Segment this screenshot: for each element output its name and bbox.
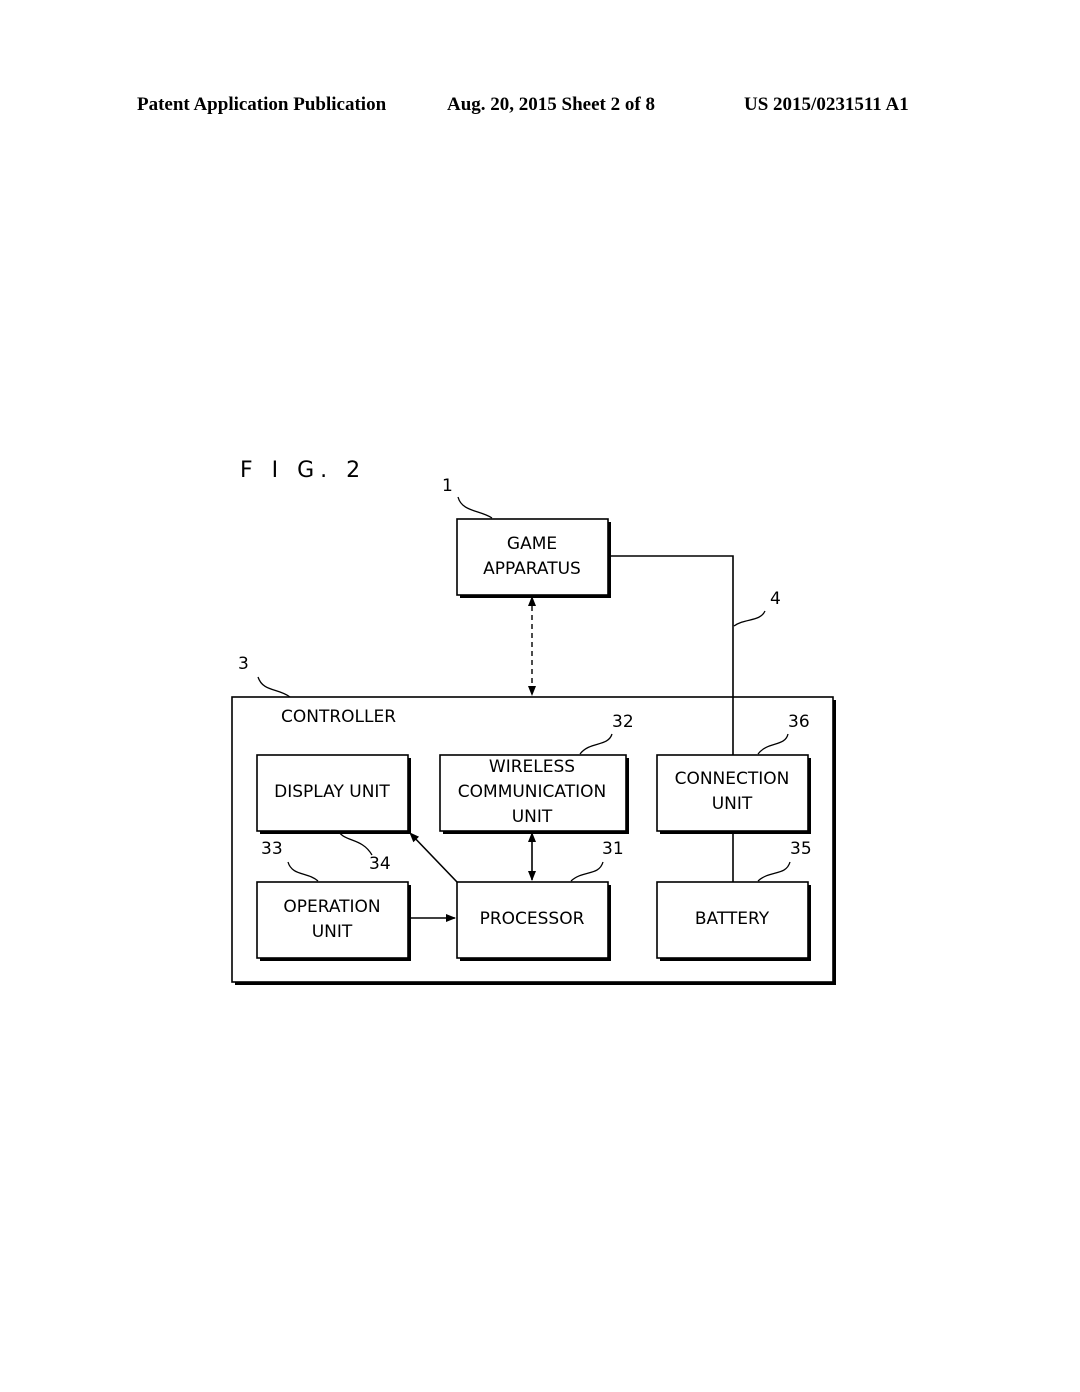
ref-33: 33: [261, 839, 319, 882]
ref-3-leader: [257, 676, 291, 698]
header-publication: Patent Application Publication: [137, 94, 387, 115]
ref-32-leader: [579, 733, 613, 755]
cable-line: [608, 555, 734, 755]
game-apparatus-box: GAME APPARATUS: [456, 518, 611, 598]
operation-label-line2: UNIT: [312, 922, 353, 942]
ref-1-leader: [457, 496, 493, 519]
header-patent-number: US 2015/0231511 A1: [744, 94, 909, 115]
wireless-communication-box: WIRELESS COMMUNICATION UNIT: [439, 754, 629, 834]
ref-4: 4: [733, 589, 781, 627]
controller-label: CONTROLLER: [281, 707, 396, 727]
battery-box: BATTERY: [656, 881, 811, 961]
connection-label-line2: UNIT: [712, 794, 753, 814]
figure-label: F I G. 2: [240, 458, 366, 483]
ref-34: 34: [338, 831, 391, 874]
ref-1-label: 1: [442, 476, 453, 496]
connection-unit-box: CONNECTION UNIT: [656, 754, 811, 834]
ref-4-leader: [733, 610, 766, 627]
connection-label-line1: CONNECTION: [675, 769, 790, 789]
ref-31: 31: [570, 839, 624, 882]
ref-34-leader: [338, 831, 373, 856]
ref-32-label: 32: [612, 712, 634, 732]
processor-display-arrow: [409, 832, 458, 883]
ref-36-leader: [757, 733, 789, 755]
ref-31-leader: [570, 861, 604, 882]
wireless-label-line3: UNIT: [512, 807, 553, 827]
processor-label: PROCESSOR: [480, 909, 585, 929]
ref-34-label: 34: [369, 854, 391, 874]
ref-3: 3: [238, 654, 291, 698]
header-date-sheet: Aug. 20, 2015 Sheet 2 of 8: [447, 94, 655, 115]
operation-label-line1: OPERATION: [283, 897, 380, 917]
wireless-label-line2: COMMUNICATION: [458, 782, 606, 802]
processor-box: PROCESSOR: [456, 881, 611, 961]
ref-35-label: 35: [790, 839, 812, 859]
ref-31-label: 31: [602, 839, 624, 859]
ref-33-label: 33: [261, 839, 283, 859]
ref-3-label: 3: [238, 654, 249, 674]
ref-4-label: 4: [770, 589, 781, 609]
ref-32: 32: [579, 712, 634, 755]
display-unit-box: DISPLAY UNIT: [256, 754, 411, 834]
ref-36: 36: [757, 712, 810, 755]
battery-label: BATTERY: [695, 909, 770, 929]
wireless-label-line1: WIRELESS: [489, 757, 575, 777]
game-apparatus-label-line1: GAME: [507, 534, 557, 554]
ref-35: 35: [757, 839, 812, 882]
operation-unit-box: OPERATION UNIT: [256, 881, 411, 961]
display-unit-label: DISPLAY UNIT: [274, 782, 390, 802]
game-apparatus-label-line2: APPARATUS: [483, 559, 581, 579]
ref-33-leader: [287, 861, 319, 882]
ref-35-leader: [757, 861, 791, 882]
ref-36-label: 36: [788, 712, 810, 732]
ref-1: 1: [442, 476, 493, 519]
